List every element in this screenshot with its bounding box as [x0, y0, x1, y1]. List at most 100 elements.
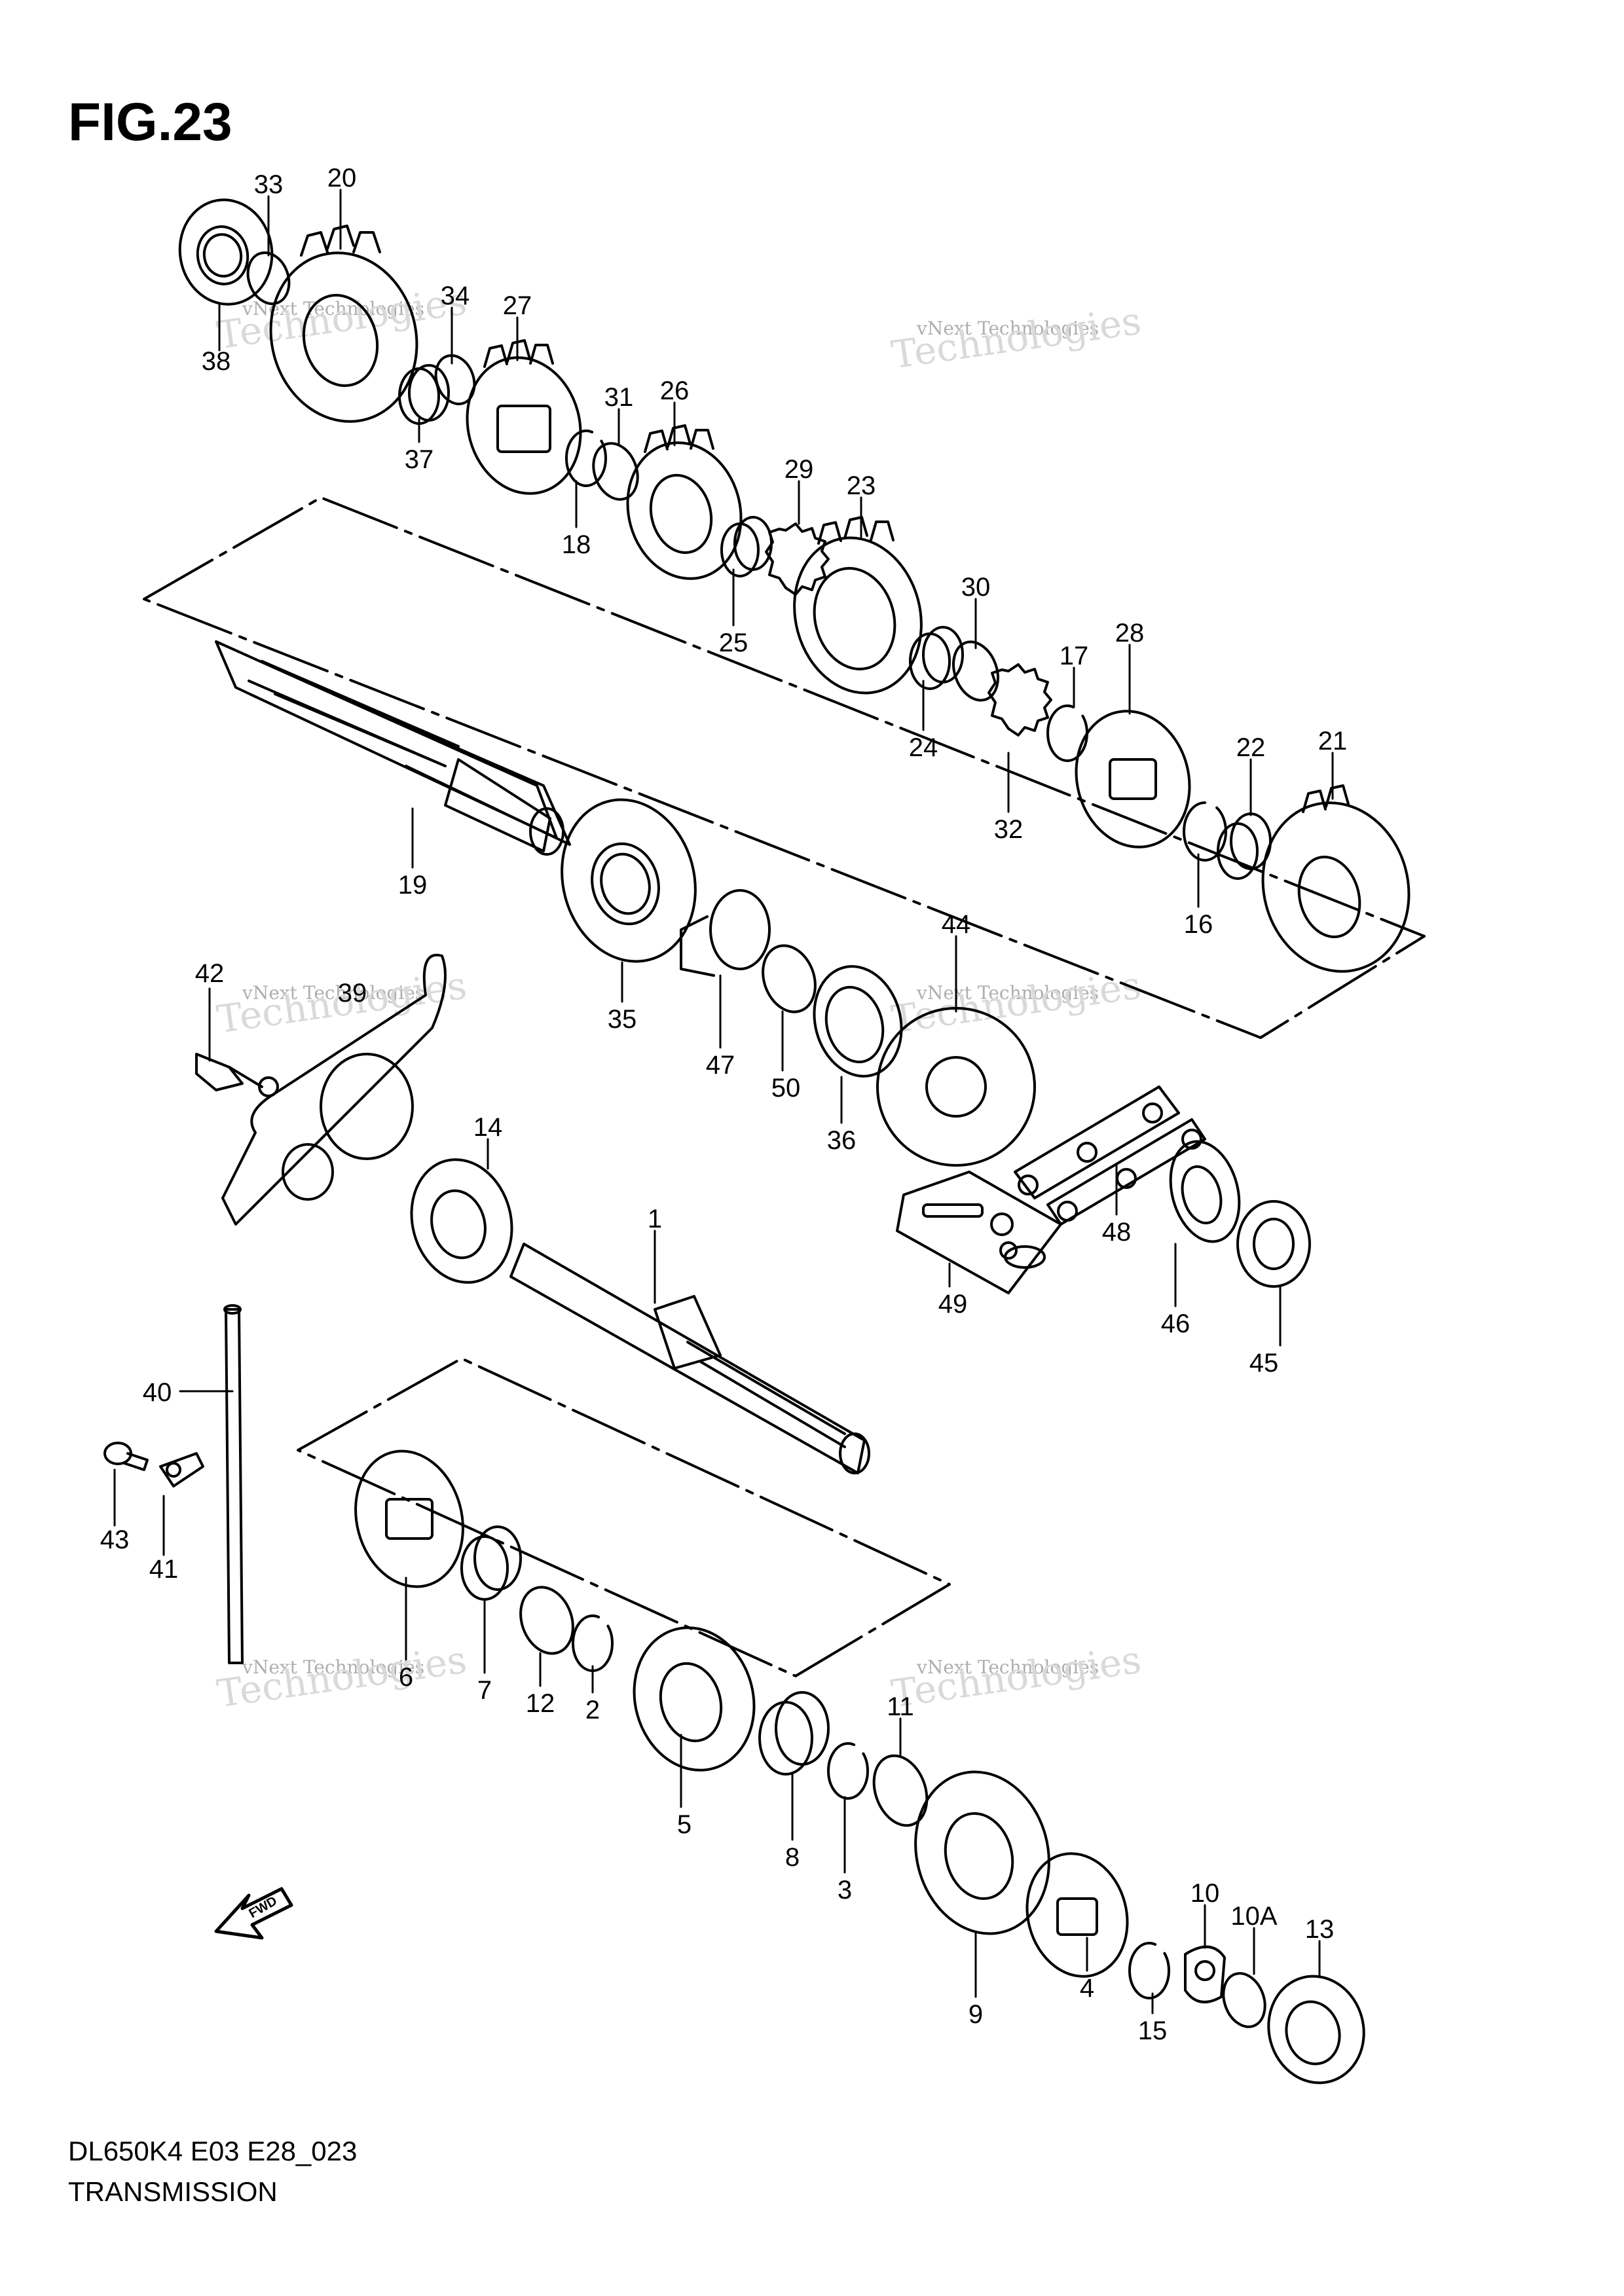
callout-40: 40	[143, 1378, 172, 1407]
part-36-oil-seal	[813, 965, 903, 1078]
part-23-gear	[793, 516, 923, 695]
callout-30: 30	[961, 573, 991, 602]
callout-37: 37	[405, 445, 434, 474]
callout-49: 49	[938, 1290, 968, 1319]
callout-27: 27	[503, 291, 532, 320]
callout-33: 33	[254, 170, 284, 199]
part-15-circlip	[1128, 1942, 1170, 1999]
callout-7: 7	[477, 1676, 492, 1705]
part-44-engine-sprocket	[876, 1007, 1036, 1167]
part-31-washer	[592, 442, 639, 501]
part-12-washer	[519, 1586, 574, 1655]
callout-23: 23	[847, 471, 876, 500]
callout-32: 32	[994, 815, 1024, 844]
part-20-gear	[269, 225, 418, 423]
callout-21: 21	[1318, 727, 1348, 756]
callout-44: 44	[942, 910, 971, 939]
part-27-gear	[466, 339, 582, 495]
callout-20: 20	[327, 164, 357, 192]
callout-47: 47	[706, 1051, 735, 1080]
part-48-chain-joint	[1014, 1085, 1206, 1226]
model-code: DL650K4 E03 E28_023	[68, 2136, 358, 2166]
part-18-circlip	[565, 429, 607, 487]
callout-48: 48	[1102, 1218, 1132, 1247]
callout-3: 3	[838, 1876, 852, 1904]
callout-24: 24	[909, 733, 938, 762]
callout-50: 50	[771, 1074, 801, 1102]
callout-2: 2	[585, 1696, 600, 1724]
callout-46: 46	[1161, 1309, 1190, 1338]
callout-38: 38	[202, 347, 231, 376]
part-35-bearing	[561, 798, 697, 963]
callout-41: 41	[149, 1555, 179, 1584]
part-2-circlip	[572, 1614, 614, 1672]
part-1-driveshaft	[509, 1243, 870, 1474]
part-14-bearing	[410, 1158, 513, 1284]
callout-39: 39	[338, 979, 367, 1008]
callout-5: 5	[677, 1810, 692, 1839]
part-16-circlip	[1183, 801, 1227, 862]
part-6-gear	[354, 1449, 464, 1588]
section-name: TRANSMISSION	[68, 2176, 278, 2207]
callout-43: 43	[100, 1525, 130, 1554]
callout-31: 31	[604, 383, 634, 412]
part-5-gear	[633, 1626, 756, 1772]
part-46-sprocket-washer	[1169, 1140, 1241, 1243]
callout-45: 45	[1249, 1349, 1279, 1377]
part-29-lock-washer	[765, 522, 830, 596]
part-28-gear	[1075, 710, 1191, 848]
part-33-washer	[246, 251, 291, 305]
callout-labels: 1 2 3 4 5 6 7 8 9 10 10A 11 12 13 14 15 …	[100, 164, 1348, 2045]
fwd-arrow-icon: FWD	[214, 1887, 293, 1940]
part-11-washer	[872, 1754, 929, 1827]
callout-19: 19	[398, 871, 428, 900]
part-50-o-ring	[762, 944, 817, 1013]
part-26-gear	[626, 424, 743, 580]
part-19-countershaft	[215, 640, 571, 856]
callout-22: 22	[1236, 733, 1266, 762]
countershaft-assembly-outline	[143, 496, 1426, 1039]
callout-35: 35	[608, 1005, 637, 1034]
leader-lines	[113, 189, 1334, 2014]
part-34-washer	[434, 354, 476, 405]
callout-1: 1	[648, 1205, 662, 1233]
callout-34: 34	[441, 282, 470, 310]
callout-6: 6	[399, 1663, 413, 1692]
callout-26: 26	[660, 376, 690, 405]
part-30-washer	[952, 640, 999, 702]
callout-42: 42	[195, 959, 225, 988]
part-39-cover-plate	[221, 953, 447, 1226]
part-45-sprocket-nut	[1236, 1200, 1311, 1288]
callout-36: 36	[827, 1126, 857, 1155]
callout-15: 15	[1138, 2016, 1168, 2045]
part-47-spacer	[680, 889, 771, 977]
callout-10A: 10A	[1230, 1902, 1277, 1931]
callout-16: 16	[1184, 910, 1213, 939]
part-8-bushing	[758, 1691, 830, 1776]
callout-4: 4	[1080, 1974, 1094, 2003]
callout-13: 13	[1305, 1915, 1335, 1944]
part-7-bushing	[460, 1525, 522, 1601]
callout-28: 28	[1115, 619, 1145, 647]
part-41-retainer	[159, 1452, 204, 1487]
fig-title: FIG.23	[68, 92, 232, 152]
part-3-circlip	[827, 1742, 869, 1800]
part-49-chain-link-set	[896, 1171, 1062, 1294]
callout-10: 10	[1190, 1879, 1220, 1908]
callout-12: 12	[526, 1689, 555, 1718]
part-25-bushing	[720, 516, 773, 577]
part-43-screw	[103, 1442, 149, 1471]
callout-14: 14	[473, 1113, 503, 1142]
callout-18: 18	[562, 530, 591, 559]
part-42-bolt	[195, 1053, 263, 1091]
part-4-gear	[1025, 1852, 1129, 1978]
part-9-gear	[914, 1770, 1050, 1935]
part-32-lock-washer	[987, 663, 1052, 737]
callout-29: 29	[784, 455, 814, 484]
